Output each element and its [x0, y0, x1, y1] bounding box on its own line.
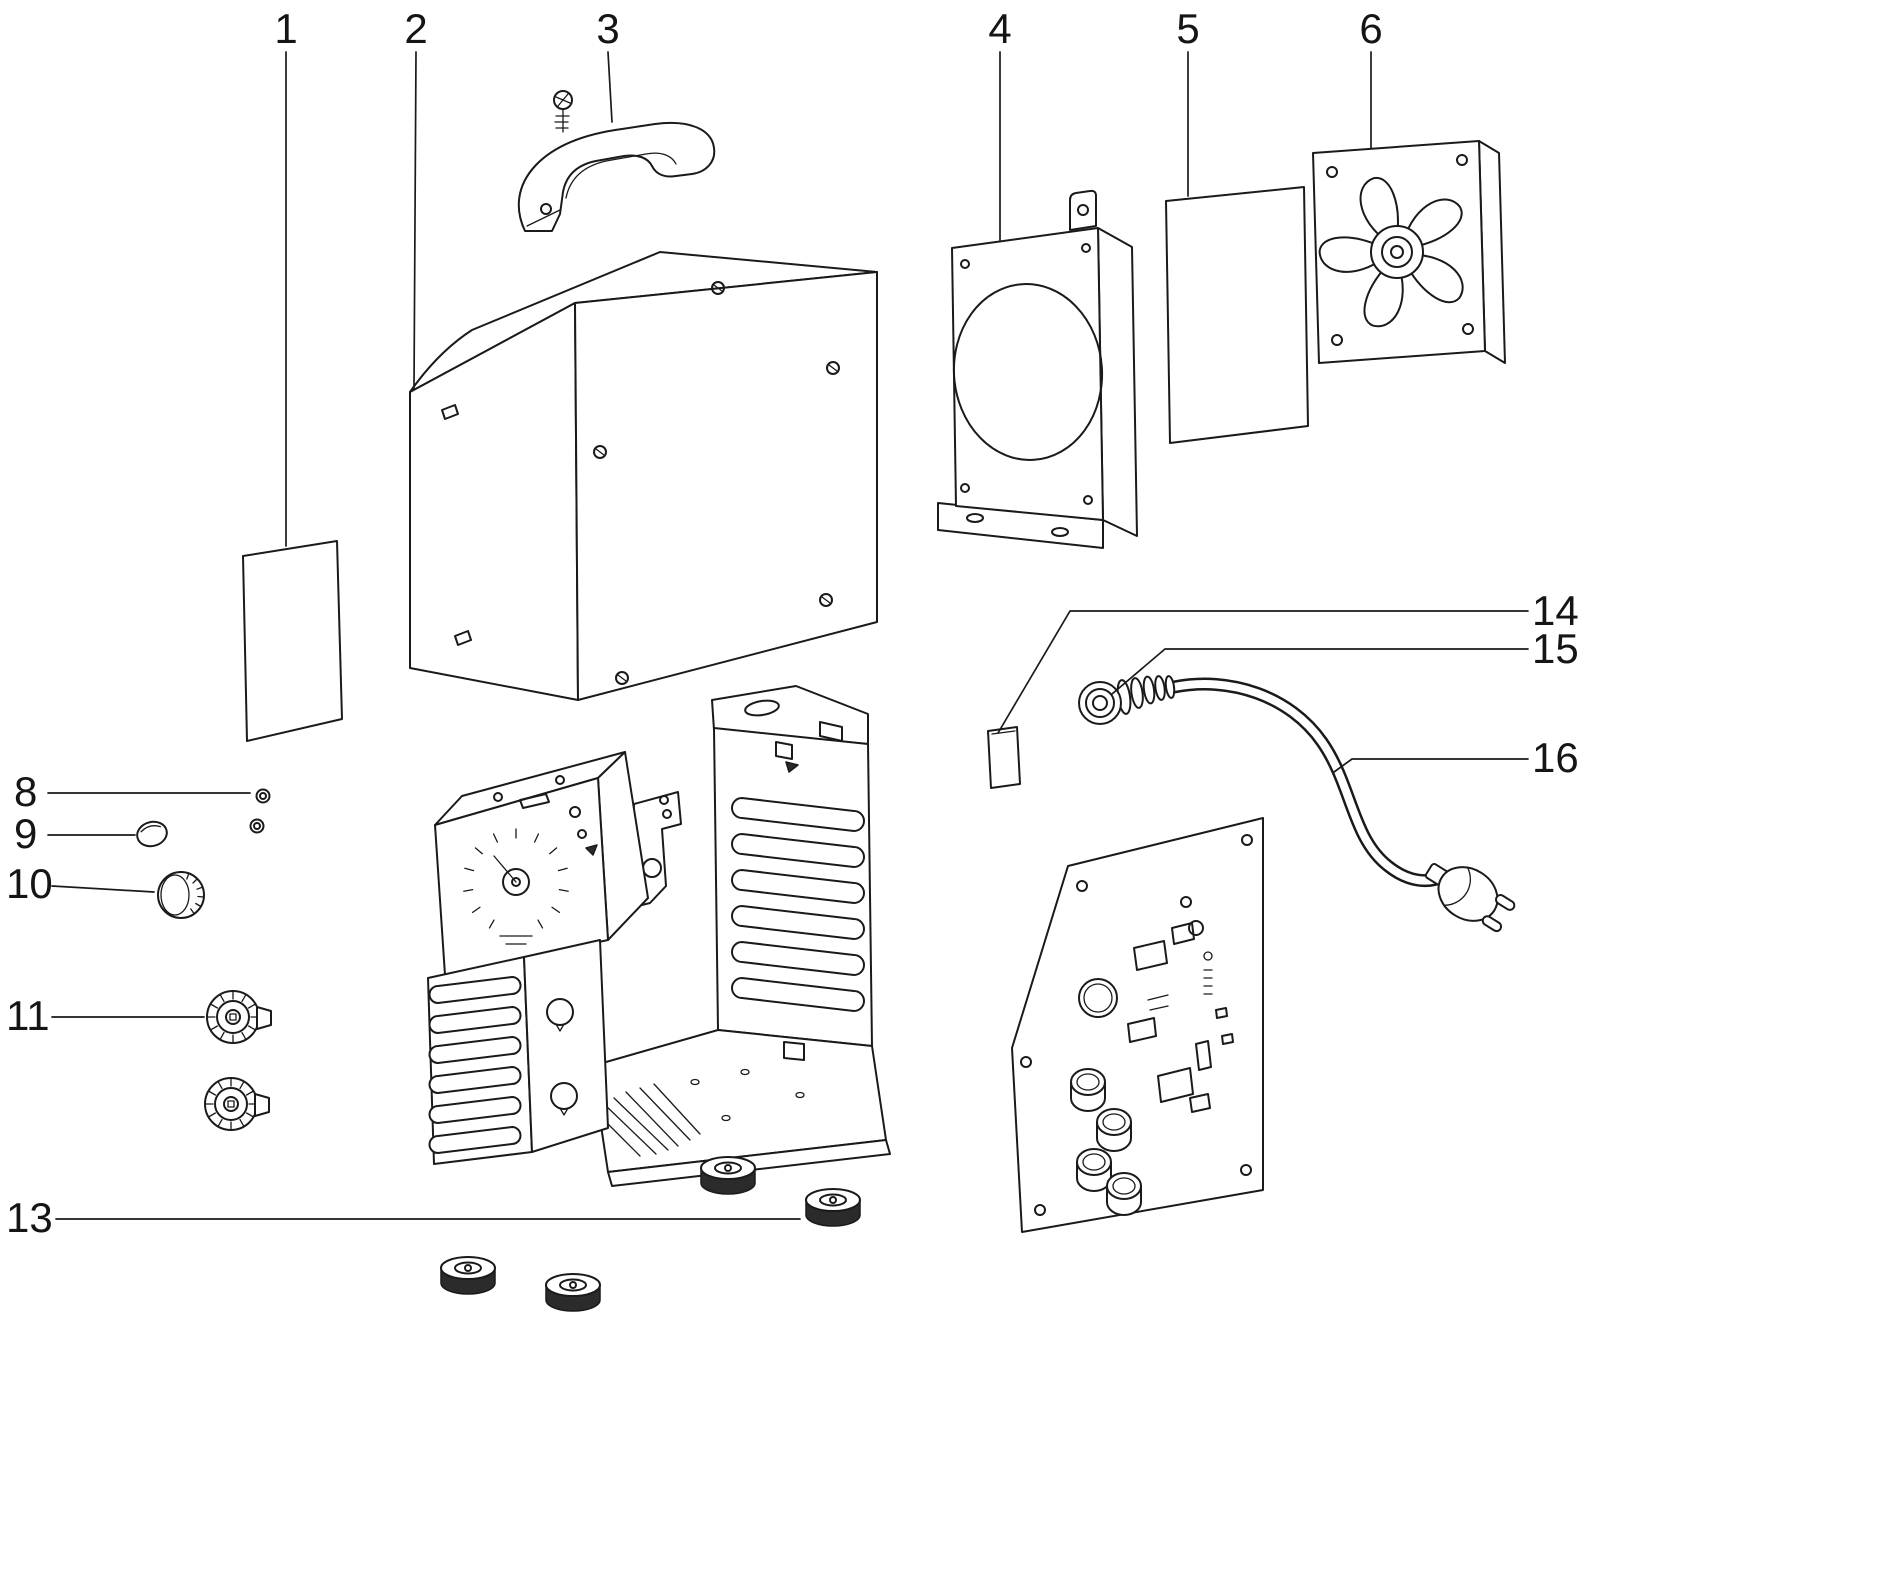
callout-10: 10: [6, 860, 155, 907]
callout-label: 10: [6, 860, 53, 907]
callout-13: 13: [6, 1194, 801, 1241]
callouts: 1 2 3 4 5 6 8 9: [6, 5, 1579, 1241]
leader-line: [1333, 758, 1529, 773]
louver-vents: [428, 976, 522, 1154]
callout-11: 11: [6, 992, 205, 1039]
callout-8: 8: [14, 768, 251, 815]
part-clamp-block: [987, 726, 1021, 789]
part-fan-assembly: [1312, 140, 1506, 364]
pcb-components: [1070, 896, 1234, 1216]
screw-icon: [593, 281, 840, 685]
callout-label: 16: [1532, 734, 1579, 781]
leader-line: [1111, 648, 1529, 695]
callout-14: 14: [997, 587, 1579, 734]
callout-label: 2: [404, 5, 427, 52]
callout-label: 13: [6, 1194, 53, 1241]
leader-line: [607, 51, 613, 123]
callout-3: 3: [596, 5, 620, 123]
callout-16: 16: [1333, 734, 1579, 781]
connector-cutouts: [546, 998, 578, 1116]
callout-label: 3: [596, 5, 619, 52]
callout-5: 5: [1176, 5, 1200, 197]
part-circuit-board: [1011, 817, 1264, 1233]
callout-15: 15: [1111, 625, 1579, 695]
leader-line: [997, 610, 1529, 734]
screw-icon: [1326, 154, 1474, 346]
floor-holes: [690, 1068, 805, 1122]
part-chassis-base: [591, 685, 891, 1187]
latch-slot-icon: [441, 404, 459, 420]
part-knob: [157, 871, 205, 919]
part-power-cable: [1167, 677, 1516, 933]
callout-label: 1: [274, 5, 297, 52]
fan-opening: [952, 283, 1104, 461]
fan-blades: [1318, 177, 1464, 328]
handle-hole-icon: [540, 203, 552, 215]
screw-hole-icon: [960, 243, 1093, 505]
louver-vents: [731, 797, 865, 1012]
callout-label: 15: [1532, 625, 1579, 672]
mains-plug: [1424, 862, 1516, 933]
part-outer-cover: [409, 251, 878, 701]
part-front-panel: [427, 751, 682, 1165]
part-sticker-label: [242, 540, 343, 742]
callout-label: 8: [14, 768, 37, 815]
indicator-icon: [585, 844, 598, 856]
part-nuts: [249, 788, 271, 834]
leader-line: [413, 51, 417, 389]
part-fan-bracket: [937, 189, 1138, 549]
callout-label: 5: [1176, 5, 1199, 52]
part-cable-gland: [1078, 675, 1176, 725]
callout-label: 9: [14, 810, 37, 857]
latch-slot-icon: [454, 630, 472, 646]
part-connectors: [204, 990, 272, 1131]
callout-label: 11: [6, 992, 50, 1039]
mount-holes: [1020, 834, 1253, 1216]
callout-6: 6: [1359, 5, 1383, 149]
callout-1: 1: [274, 5, 298, 547]
callout-9: 9: [14, 810, 136, 857]
callout-2: 2: [404, 5, 428, 389]
screw-icon: [553, 90, 573, 133]
callout-label: 6: [1359, 5, 1382, 52]
callout-label: 4: [988, 5, 1011, 52]
current-dial: [463, 828, 569, 945]
part-cap: [136, 820, 168, 848]
callout-label: 14: [1532, 587, 1579, 634]
leader-line: [51, 885, 155, 893]
callout-4: 4: [988, 5, 1012, 241]
part-handle: [517, 90, 716, 232]
part-filter-panel: [1165, 186, 1309, 444]
